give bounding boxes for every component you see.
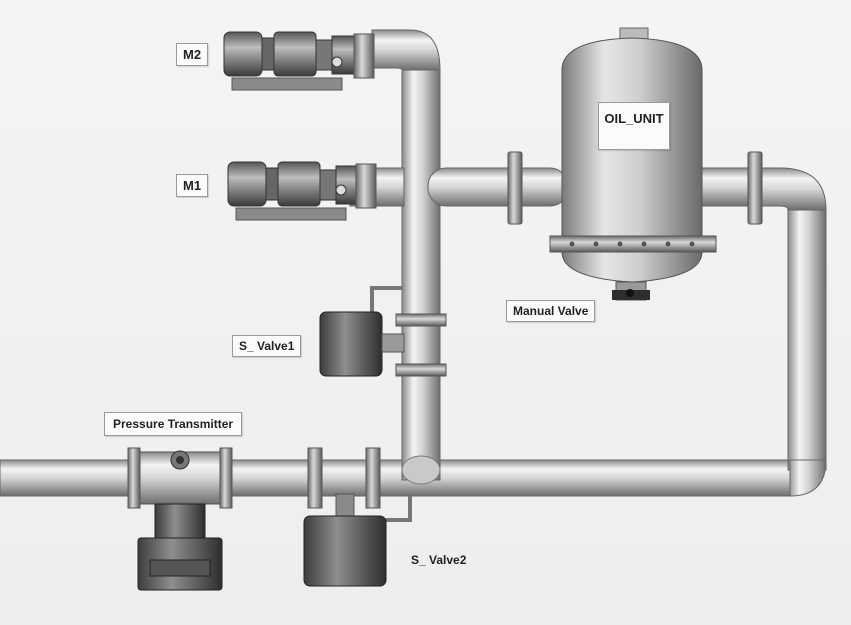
pressure-transmitter-label: Pressure Transmitter xyxy=(104,412,242,436)
main-header-pipe xyxy=(0,460,790,496)
pump-m1-label: M1 xyxy=(176,174,208,197)
manual-valve-label: Manual Valve xyxy=(506,300,595,322)
right-flange xyxy=(748,152,762,224)
oil-unit-label: OIL_UNIT xyxy=(598,102,670,150)
solenoid-valve-2-label: S_ Valve2 xyxy=(405,550,472,570)
pump-m2-label: M2 xyxy=(176,43,208,66)
pressure-transmitter[interactable] xyxy=(128,448,232,590)
oil-unit-tank xyxy=(550,28,716,300)
pump-m2[interactable] xyxy=(224,32,374,90)
return-loop-pipe xyxy=(700,152,826,496)
manual-valve[interactable] xyxy=(612,289,650,300)
left-flange xyxy=(508,152,522,224)
solenoid-valve-1-label: S_ Valve1 xyxy=(232,335,301,357)
tank-inlet-pipe xyxy=(350,152,568,224)
riser-pipe xyxy=(372,30,440,484)
pump-m1[interactable] xyxy=(228,162,376,220)
